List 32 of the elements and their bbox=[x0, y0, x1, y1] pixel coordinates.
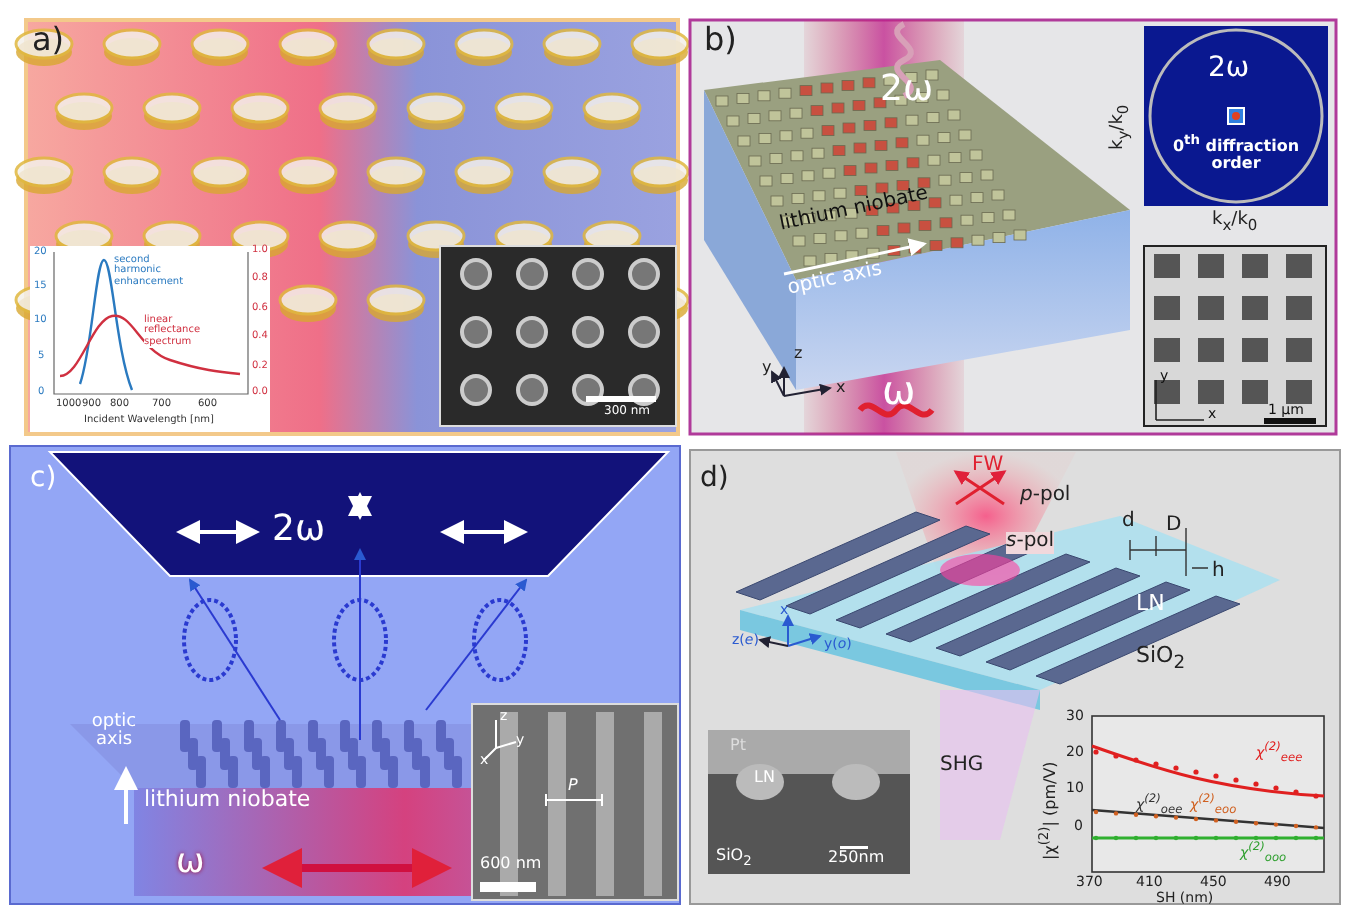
material-label: LN bbox=[1136, 592, 1165, 616]
signal-label: SHG bbox=[940, 756, 984, 777]
panel-label: c) bbox=[30, 464, 57, 494]
frequency-label: 2ω bbox=[1208, 54, 1250, 84]
axis-label: z bbox=[794, 346, 803, 363]
axis-label: optic axis bbox=[786, 260, 885, 301]
scale-bar-label: 600 nm bbox=[480, 856, 542, 873]
axis-label: y bbox=[762, 360, 772, 377]
period-label: P bbox=[568, 778, 578, 795]
frequency-label: 2ω bbox=[880, 72, 934, 110]
frequency-label: 2ω bbox=[272, 512, 326, 550]
material-label: SiO$_{2}$ bbox=[716, 848, 752, 870]
material-label: LN bbox=[754, 770, 775, 787]
polarization-label: s-pol bbox=[1006, 532, 1055, 553]
dimension-label: h bbox=[1212, 562, 1225, 583]
scale-bar-label: 250nm bbox=[828, 850, 885, 867]
polarization-label: p-pol bbox=[1020, 486, 1071, 507]
material-label: lithium niobate bbox=[778, 184, 931, 237]
panel-label: a) bbox=[32, 24, 65, 58]
panel-label: d) bbox=[700, 464, 729, 494]
material-label: SiO$_{2}$ bbox=[1136, 644, 1186, 674]
frequency-label: ω bbox=[176, 846, 205, 882]
axis-label: optic axis bbox=[89, 714, 139, 752]
material-label: lithium niobate bbox=[144, 788, 311, 812]
diffraction-order-label: 0$^{th}$ diffraction order bbox=[1170, 134, 1302, 173]
axis-label: x bbox=[836, 380, 846, 397]
panel-label: b) bbox=[704, 24, 737, 58]
frequency-label: ω bbox=[882, 370, 916, 412]
beam-label: FW bbox=[972, 456, 1004, 477]
dimension-label: D bbox=[1166, 516, 1182, 537]
dimension-label: d bbox=[1122, 512, 1135, 533]
axis-title: k$_{x}$/k$_{0}$ bbox=[1212, 212, 1258, 234]
